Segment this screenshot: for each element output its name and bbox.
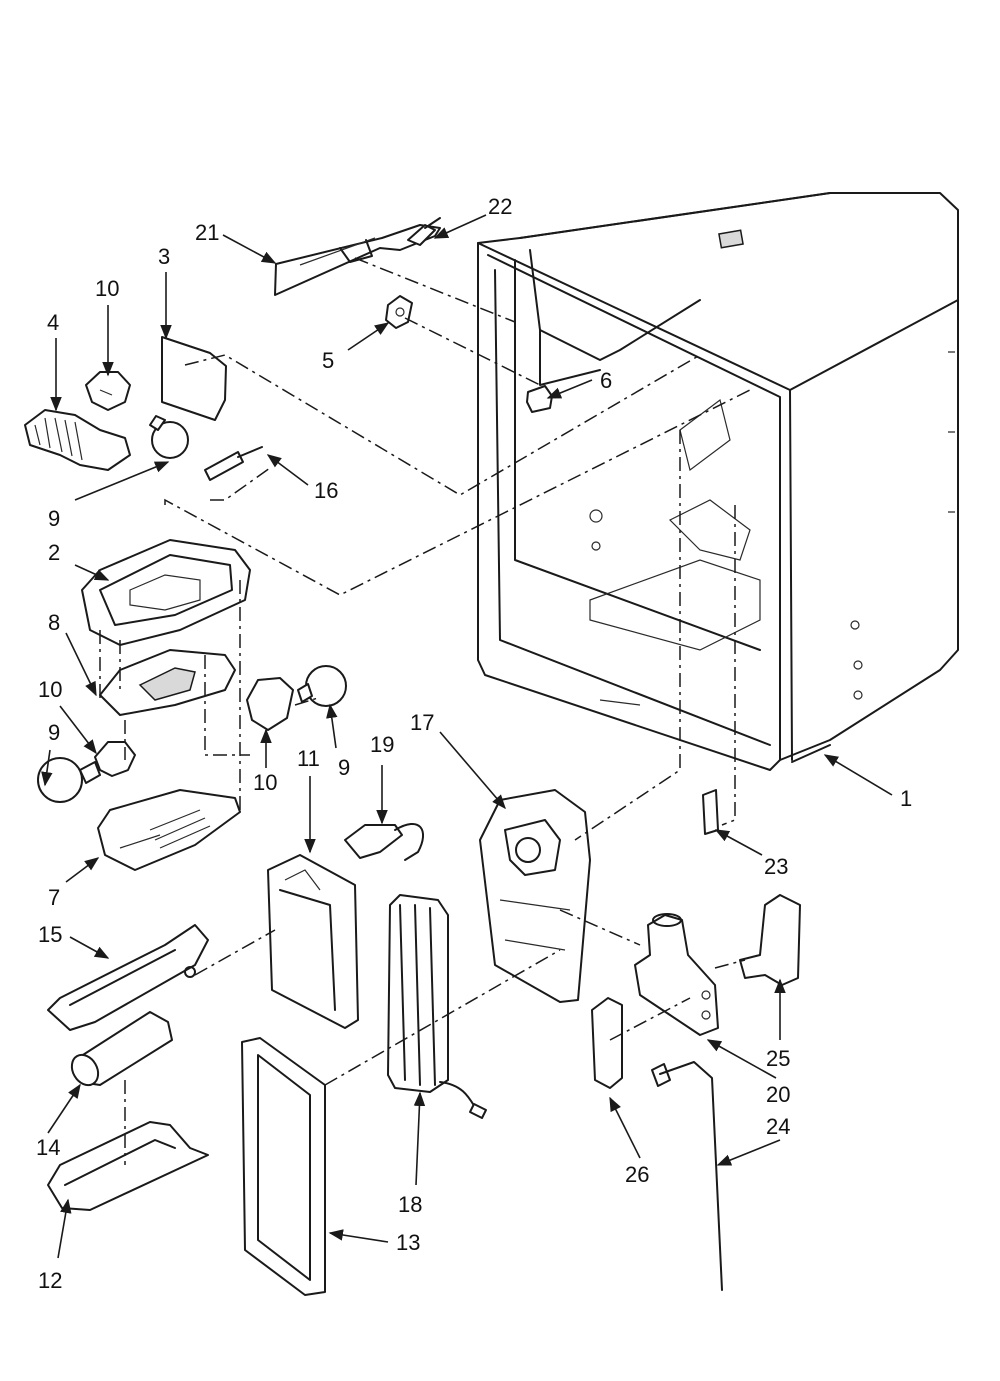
part-4-lens: [24, 409, 131, 471]
callout-4: 4: [47, 310, 59, 335]
part-9-bulb-mid: [297, 665, 347, 707]
part-10-socket-left: [94, 741, 136, 777]
callout-11: 11: [297, 746, 320, 771]
callout-7: 7: [48, 885, 60, 910]
callout-10-top: 10: [95, 276, 119, 301]
callout-12: 12: [38, 1268, 62, 1293]
callout-23: 23: [764, 854, 788, 879]
part-6-clip: [526, 385, 553, 413]
part-10-socket-mid: [246, 677, 294, 731]
callout-25: 25: [766, 1046, 790, 1071]
part-10-socket-top: [85, 371, 131, 411]
callout-18: 18: [398, 1192, 422, 1217]
callout-6: 6: [600, 368, 612, 393]
callout-9-left: 9: [48, 720, 60, 745]
part-2-housing: [81, 539, 251, 646]
part-17-housing: [479, 789, 591, 1003]
callout-21: 21: [195, 220, 219, 245]
part-5-clip: [385, 295, 413, 329]
part-12-tray: [47, 1121, 209, 1211]
part-8-lens: [99, 649, 236, 716]
part-18-heater-element: [387, 894, 487, 1119]
part-25-cover: [739, 894, 801, 986]
callout-14: 14: [36, 1135, 60, 1160]
part-13-panel: [241, 1037, 326, 1296]
callout-15: 15: [38, 922, 62, 947]
part-9-bulb-left: [37, 757, 101, 803]
callout-22: 22: [488, 194, 512, 219]
part-1-liner: [477, 192, 959, 771]
part-9-bulb-top: [149, 415, 189, 459]
part-19-heater: [344, 823, 424, 861]
callout-13: 13: [396, 1230, 420, 1255]
leader-arrows: [41, 214, 893, 1259]
callout-17: 17: [410, 710, 434, 735]
callout-20: 20: [766, 1082, 790, 1107]
callout-16: 16: [314, 478, 338, 503]
part-20-valve: [634, 913, 719, 1036]
part-14-cap: [70, 1011, 173, 1087]
callout-1: 1: [900, 786, 912, 811]
callout-10-mid: 10: [253, 770, 277, 795]
part-7-cover: [97, 789, 241, 871]
callout-9-mid: 9: [338, 755, 350, 780]
part-11-bracket: [267, 854, 359, 1029]
callout-9-top: 9: [48, 506, 60, 531]
part-15-chute: [47, 924, 209, 1031]
callout-26: 26: [625, 1162, 649, 1187]
callout-10-left: 10: [38, 677, 62, 702]
part-24-tube: [651, 1061, 723, 1291]
part-23-switch: [702, 789, 719, 835]
callout-3: 3: [158, 244, 170, 269]
callout-5: 5: [322, 348, 334, 373]
part-26-bracket: [591, 997, 623, 1089]
callout-19: 19: [370, 732, 394, 757]
callout-labels: 1 2 3 4 5 6 7 8 9 9 9 10 10 10 11 12 13 …: [36, 194, 912, 1293]
part-3-shield: [161, 336, 227, 421]
part-16-sensor: [204, 446, 263, 481]
callout-24: 24: [766, 1114, 790, 1139]
callout-8: 8: [48, 610, 60, 635]
callout-2: 2: [48, 540, 60, 565]
assembly-lines: [99, 257, 751, 1165]
